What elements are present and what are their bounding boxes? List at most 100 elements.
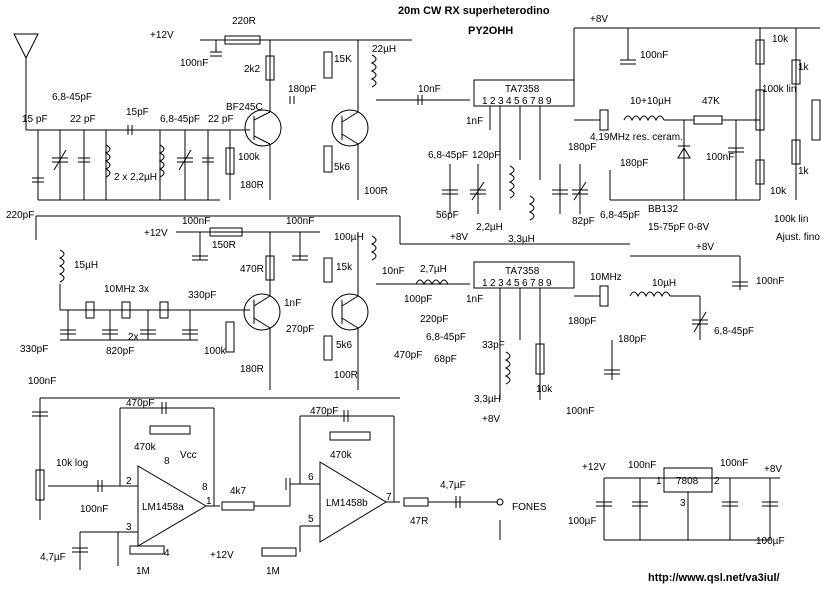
pin-8-b: 8 <box>538 278 544 289</box>
label-47r: 47R <box>410 516 428 527</box>
label-v8-b: +8V <box>590 14 608 25</box>
label-56pf: 56pF <box>436 210 459 221</box>
pin-3-reg: 3 <box>680 498 686 509</box>
pot-100k-lin <box>755 89 765 131</box>
label-470k-b: 470k <box>330 450 353 461</box>
label-10nf-a: 10nF <box>418 84 441 95</box>
schematic-title: 20m CW RX superheterodino <box>398 5 550 17</box>
label-15pf-b: 15pF <box>126 107 149 118</box>
varicap-bb132 <box>677 147 691 159</box>
label-180r-b: 180R <box>240 364 264 375</box>
pin-1-opa: 1 <box>206 496 212 507</box>
transistor-osc <box>243 293 281 331</box>
label-22uh: 22µH <box>372 44 396 55</box>
label-100nf-e: 100nF <box>286 216 314 227</box>
label-1010uh: 10+10µH <box>630 96 671 107</box>
label-v12-d: +12V <box>582 462 606 473</box>
label-820pf: 820pF <box>106 346 134 357</box>
label-33pf: 33pF <box>482 340 505 351</box>
label-bf245c: BF245C <box>226 102 263 113</box>
label-xtal-419: 4,19MHz res. ceram. <box>590 132 683 143</box>
pin-5-a: 5 <box>514 96 520 107</box>
label-82pf: 82pF <box>572 216 595 227</box>
pin-5-opb: 5 <box>308 514 314 525</box>
label-180pf-a: 180pF <box>288 84 316 95</box>
label-lm1458a: LM1458a <box>142 502 184 513</box>
label-100k-lin-b: 100k lin <box>774 214 808 225</box>
label-1k-a: 1k <box>798 62 810 73</box>
label-varicap-range: 15-75pF 0-8V <box>648 222 709 233</box>
pin-4-opa: 4 <box>164 548 170 559</box>
label-120pf: 120pF <box>472 150 500 161</box>
label-ajust-fino: Ajust. fino <box>776 232 820 243</box>
label-100uh: 100µH <box>334 232 364 243</box>
label-v8-a: +8V <box>450 232 468 243</box>
label-10k-b: 10k <box>770 186 787 197</box>
pin-1-reg: 1 <box>656 476 662 487</box>
label-15k-b: 15k <box>336 262 353 273</box>
label-180r-a: 180R <box>240 180 264 191</box>
label-100nf-b: 100nF <box>640 50 668 61</box>
label-220pf: 220pF <box>6 210 34 221</box>
label-22uh-b: 2,2µH <box>476 222 503 233</box>
pin-7-opb: 7 <box>386 492 392 503</box>
label-100pf: 100pF <box>404 294 432 305</box>
label-2x: 2x <box>128 332 139 343</box>
label-100r-a: 100R <box>364 186 388 197</box>
pin-7-a: 7 <box>530 96 536 107</box>
label-47uf-a: 4,7µF <box>40 552 66 563</box>
label-10nf-b: 10nF <box>382 266 405 277</box>
pin-3-opa: 3 <box>126 522 132 533</box>
label-220pf-b: 220pF <box>420 314 448 325</box>
label-7808: 7808 <box>676 476 699 487</box>
schematic-url: http://www.qsl.net/va3iul/ <box>648 572 780 584</box>
pin-2-opa: 2 <box>126 476 132 487</box>
label-100uf-b: 100µF <box>756 536 785 547</box>
pot-100k-lin-b <box>811 99 821 141</box>
jack-fones <box>496 498 504 506</box>
label-220r: 220R <box>232 16 256 27</box>
label-100nf-a: 100nF <box>180 58 208 69</box>
label-1nf-a: 1nF <box>466 116 483 127</box>
label-10k-a: 10k <box>772 34 789 45</box>
label-180pf-d: 180pF <box>568 316 596 327</box>
pin-8-a: 8 <box>538 96 544 107</box>
label-v8-e: +8V <box>764 464 782 475</box>
label-470pf: 470pF <box>394 350 422 361</box>
label-100nf-i: 100nF <box>80 504 108 515</box>
label-470k-a: 470k <box>134 442 157 453</box>
label-1m-b: 1M <box>266 566 280 577</box>
pin-2-reg: 2 <box>714 476 720 487</box>
label-27uh: 2,7µH <box>420 264 447 275</box>
label-6845pf-d: 6,8-45pF <box>600 210 640 221</box>
pin-9-a: 9 <box>546 96 552 107</box>
label-180pf-e: 180pF <box>618 334 646 345</box>
label-10uh: 10µH <box>652 278 676 289</box>
label-4k7: 4k7 <box>230 486 247 497</box>
label-100nf-k: 100nF <box>720 458 748 469</box>
label-5k6-b: 5k6 <box>336 340 353 351</box>
label-15k: 15K <box>334 54 352 65</box>
label-1nf-b: 1nF <box>284 298 301 309</box>
label-470r: 470R <box>240 264 264 275</box>
pin-6-a: 6 <box>522 96 528 107</box>
label-fones: FONES <box>512 502 547 513</box>
label-10k-log: 10k log <box>56 458 88 469</box>
label-180pf-b: 180pF <box>568 142 596 153</box>
label-47k: 47K <box>702 96 720 107</box>
label-470pf-b: 470pF <box>310 406 338 417</box>
label-v12-c: +12V <box>210 550 234 561</box>
label-ta7358-2: TA7358 <box>505 266 540 277</box>
opamp-lm1458a <box>137 465 207 547</box>
pin-9-b: 9 <box>546 278 552 289</box>
label-100nf-c: 100nF <box>706 152 734 163</box>
schematic-author: PY2OHH <box>468 25 513 37</box>
label-100nf-j: 100nF <box>628 460 656 471</box>
label-6845pf-c: 6,8-45pF <box>428 150 468 161</box>
pin-8-opa: 8 <box>202 482 208 493</box>
label-15pf: 15 pF <box>22 114 48 125</box>
transistor-mixer-2 <box>331 293 369 331</box>
antenna-symbol <box>13 33 39 130</box>
label-6845pf-a: 6,8-45pF <box>52 92 92 103</box>
crystal-10mhz-c <box>159 301 169 319</box>
